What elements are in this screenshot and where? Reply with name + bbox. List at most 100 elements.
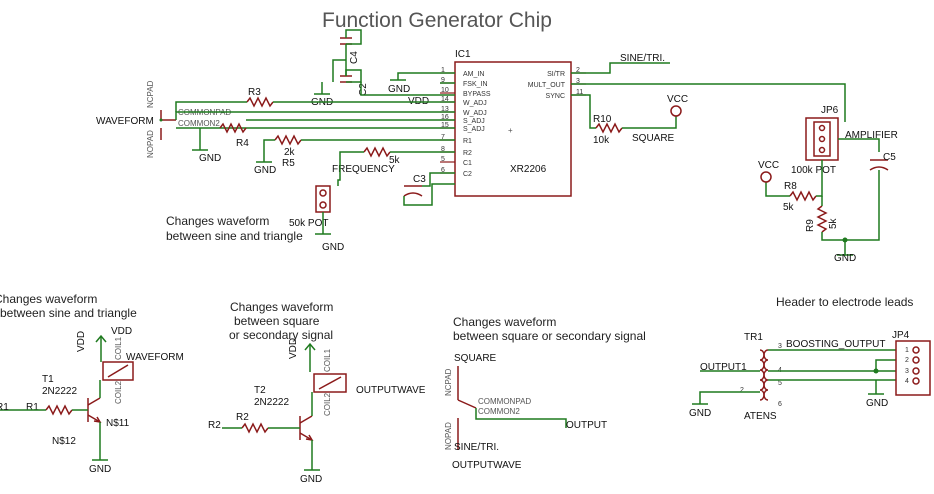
amplifier-label: AMPLIFIER <box>845 130 898 141</box>
pot-100k-jp6[interactable]: JP6 100k POT <box>791 105 839 176</box>
r9-value: 5k <box>828 217 839 229</box>
relay1-coil2-label: COIL2 <box>114 380 123 404</box>
gnd-label-sw: GND <box>199 153 221 164</box>
t1-part: 2N2222 <box>42 386 77 397</box>
c3-label: C3 <box>413 174 426 185</box>
pot-50k[interactable]: 50k POT <box>289 185 331 229</box>
transistor-t1[interactable] <box>87 397 102 424</box>
r9-label: R9 <box>805 219 816 232</box>
ic1-pin-name: W_ADJ <box>463 100 487 107</box>
ic1-pin-number: 13 <box>441 106 449 113</box>
gnd-label-am: GND <box>388 84 410 95</box>
switch1-common2-label: COMMON2 <box>178 119 220 128</box>
switch2-note-line2: between square or secondary signal <box>453 329 646 343</box>
wire-r10-vcc <box>622 116 677 129</box>
ic1-pin-number: 8 <box>441 146 445 153</box>
ic1-pin-number: 11 <box>576 89 583 96</box>
resistor-r4[interactable]: R4 <box>219 122 249 149</box>
resistor-r1[interactable]: R1 <box>26 402 73 416</box>
relay2-coil2-label: COIL2 <box>323 392 332 416</box>
gnd-label-r5: GND <box>254 165 276 176</box>
r10-value: 10k <box>593 135 610 146</box>
square-label: SQUARE <box>632 133 675 144</box>
t2-label: T2 <box>254 385 266 396</box>
ic1-pin-number: 10 <box>441 87 449 94</box>
tr1-pin-6: 6 <box>778 401 782 408</box>
gnd-label-pot: GND <box>322 242 344 253</box>
switch1-no-label: NOPAD <box>146 130 155 158</box>
page-title: Function Generator Chip <box>322 9 552 32</box>
transistor-t2[interactable] <box>299 415 314 442</box>
jp6-value: 100k POT <box>791 165 836 176</box>
resistor-r9[interactable]: R9 5k <box>805 205 839 233</box>
jp4-pin-2: 2 <box>905 357 909 364</box>
output-label: OUTPUT <box>566 420 607 431</box>
ic1-pin-number: 1 <box>441 67 445 74</box>
r2-label: R2 <box>236 412 249 423</box>
wire-bypass <box>360 82 455 96</box>
switch1-nc-label: NCPAD <box>146 80 155 108</box>
resistor-r10[interactable]: R10 10k <box>593 114 623 146</box>
wire-jp6-c5 <box>838 138 880 152</box>
cap-c2[interactable]: C2 <box>340 75 369 96</box>
relay-coil-1[interactable]: COIL1 COIL2 <box>102 336 134 404</box>
ic1-pin-number: 5 <box>441 156 445 163</box>
ic1-pin-name: BYPASS <box>463 91 491 98</box>
ic1-pin-10: BYPASS 10 <box>440 87 491 98</box>
wire-mult-out <box>571 83 846 122</box>
jp4-pin-4: 4 <box>905 378 909 385</box>
wire-sync <box>571 94 596 129</box>
wire-vcc-r8 <box>765 182 790 197</box>
pot-note-line1: Changes waveform <box>166 214 269 228</box>
ic1-xr2206[interactable]: IC1 XR2206 + AM_IN1FSK_IN9BYPASS10W_ADJ1… <box>440 49 586 197</box>
gnd-label-jp4: GND <box>866 398 888 409</box>
gnd-label-t1: GND <box>89 464 111 475</box>
gnd-label-r9: GND <box>834 253 856 264</box>
gnd-label-tr1: GND <box>689 408 711 419</box>
cap-c3[interactable]: C3 <box>403 174 426 197</box>
relay-coil-2[interactable]: COIL1 COIL2 <box>313 348 347 416</box>
vdd-label-t1-top: VDD <box>111 326 132 337</box>
wire-c-gnd <box>332 59 346 82</box>
resistor-r5[interactable]: 2k R5 <box>274 134 302 169</box>
ic1-pin-number: 7 <box>441 134 445 141</box>
ic1-part: XR2206 <box>510 164 547 175</box>
resistor-r2[interactable]: R2 <box>236 412 269 434</box>
resistor-frequency[interactable]: 5k <box>363 146 401 166</box>
ic1-ref: IC1 <box>455 49 471 60</box>
pot-note-line2: between sine and triangle <box>166 229 303 243</box>
junction-jp4 <box>873 368 879 374</box>
vcc-symbol-r8 <box>760 171 772 183</box>
frequency-label: FREQUENCY <box>332 164 395 175</box>
t2-part: 2N2222 <box>254 397 289 408</box>
switch2-nc-label: NCPAD <box>444 368 453 396</box>
cap-c5[interactable]: C5 <box>869 152 896 171</box>
wire-freq-pot <box>337 151 364 186</box>
relay1-note-line1: Changes waveform <box>0 292 97 306</box>
output1-label: OUTPUT1 <box>700 362 747 373</box>
t1-label: T1 <box>42 374 54 385</box>
r5-value: 2k <box>284 147 296 158</box>
r4-label: R4 <box>236 138 249 149</box>
waveform-label: WAVEFORM <box>96 116 154 127</box>
header-jp4[interactable]: 1 2 3 4 <box>895 340 931 396</box>
sine-tri-label-bottom: SINE/TRI. <box>454 442 499 453</box>
wire-switch2-output <box>475 408 567 428</box>
resistor-r3[interactable]: R3 <box>246 87 274 108</box>
ic1-pin-name: SYNC <box>546 93 565 100</box>
switch-waveform[interactable]: NCPAD NOPAD COMMONPAD COMMON2 <box>146 80 231 158</box>
transformer-tr1[interactable]: 3 4 2 5 6 <box>740 343 782 408</box>
resistor-r8[interactable]: R8 5k <box>783 181 817 213</box>
relay1-note-line2: between sine and triangle <box>0 306 137 320</box>
relay2-note-line3: or secondary signal <box>229 328 333 342</box>
gnd-label-t2: GND <box>300 474 322 485</box>
n12-label: N$12 <box>52 436 76 447</box>
wire-r9-gnd <box>821 232 846 255</box>
r10-label: R10 <box>593 114 612 125</box>
switch-output[interactable]: NCPAD NOPAD COMMONPAD COMMON2 <box>444 366 531 450</box>
ic1-pin-name: C1 <box>463 160 472 167</box>
outputwave-label-bottom: OUTPUTWAVE <box>452 460 522 471</box>
ic1-origin-mark: + <box>508 126 513 135</box>
wire-c3-c1 <box>422 172 455 187</box>
